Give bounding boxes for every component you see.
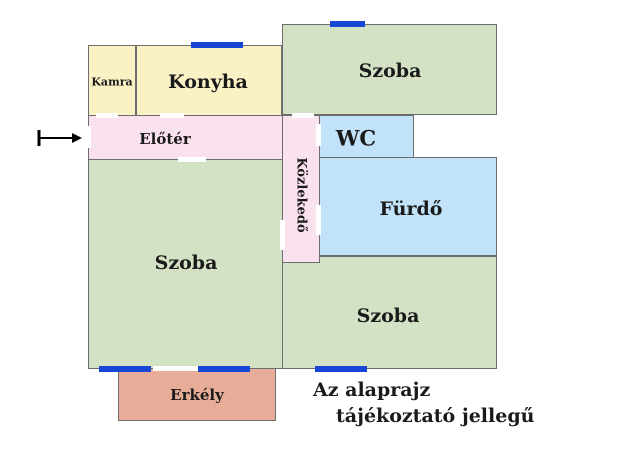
label-eloter: Előtér (139, 130, 191, 148)
room-kamra (88, 45, 136, 116)
door-wc (316, 124, 321, 146)
label-szoba-bottom-right: Szoba (356, 305, 420, 327)
window-konyha (191, 42, 243, 48)
window-szoba-top-right (330, 21, 365, 27)
label-wc: WC (335, 125, 377, 151)
label-furdo: Fürdő (379, 198, 443, 220)
door-szoba-top-right (292, 113, 314, 118)
label-kozlekedo: Közlekedő (293, 157, 309, 233)
label-kamra: Kamra (91, 75, 133, 89)
label-konyha: Konyha (168, 71, 248, 93)
entrance-arrow-icon (37, 130, 82, 146)
label-szoba-top-right: Szoba (358, 60, 422, 82)
label-erkely: Erkély (170, 386, 224, 404)
label-szoba-left: Szoba (154, 252, 218, 274)
door-furdo (316, 205, 321, 235)
room-szoba-left (88, 159, 283, 369)
note-line-1: Az alaprajz (313, 379, 431, 401)
door-konyha (160, 113, 184, 118)
note-line-2: tájékoztató jellegű (336, 405, 535, 427)
window-szoba-bottom-right (315, 366, 367, 372)
window-szoba-left-2 (198, 366, 250, 372)
room-konyha (136, 45, 282, 116)
room-szoba-bottom-right (282, 256, 497, 369)
room-wc (318, 115, 414, 158)
window-szoba-left-1 (99, 366, 151, 372)
door-entrance (86, 126, 91, 148)
room-szoba-top-right (282, 24, 497, 115)
door-szoba-left (178, 157, 206, 162)
door-erkely (153, 366, 198, 371)
hallway-join (283, 116, 319, 159)
door-kamra (96, 113, 118, 118)
door-szoba-bottom-right (280, 220, 285, 250)
